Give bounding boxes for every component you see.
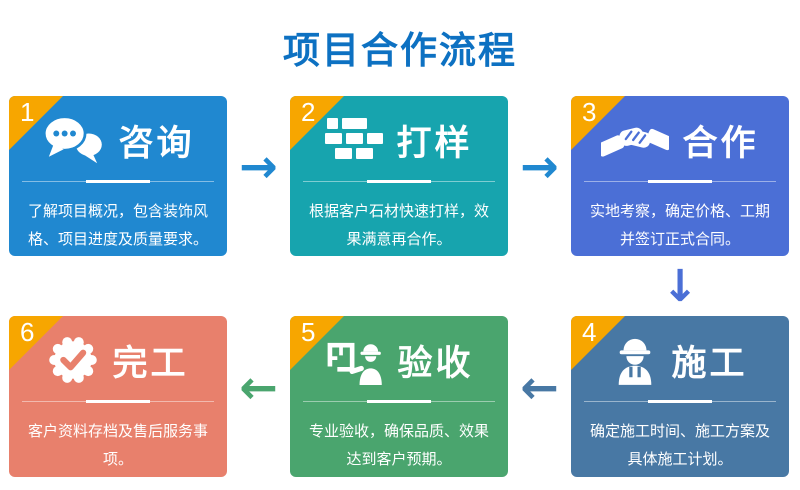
step-title: 验收 <box>397 343 474 383</box>
step-number: 5 <box>301 317 316 347</box>
flow-arrow-1-2: → <box>239 139 278 193</box>
divider <box>303 401 495 402</box>
step-title: 打样 <box>396 123 473 163</box>
divider <box>303 181 495 182</box>
step-description: 确定施工时间、施工方案及具体施工计划。 <box>589 423 770 468</box>
step-number: 1 <box>20 97 35 127</box>
corner-ribbon <box>290 96 344 150</box>
page-title: 项目合作流程 <box>283 30 517 71</box>
step-title: 咨询 <box>118 123 195 163</box>
divider <box>22 181 214 182</box>
divider <box>584 401 776 402</box>
flow-arrow-3-4: ↓ <box>661 260 699 312</box>
step-header: 打样 <box>290 105 508 175</box>
step-description: 了解项目概况，包含装饰风格、项目进度及质量要求。 <box>27 203 208 248</box>
step-card-6: 6 完工 客户资料存档及售后服务事项。 <box>9 316 227 477</box>
step-description: 实地考察，确定价格、工期并签订正式合同。 <box>589 203 770 248</box>
step-title: 施工 <box>671 343 748 383</box>
step-header: 验收 <box>290 325 508 395</box>
corner-ribbon <box>290 316 344 370</box>
step-description: 专业验收，确保品质、效果达到客户预期。 <box>308 423 489 468</box>
step-number: 4 <box>582 317 597 347</box>
step-card-2: 2 打样 根据客户石材快速打样，效果满意再合作。 <box>290 96 508 256</box>
step-number: 3 <box>582 97 597 127</box>
step-card-5: 5 验收 专业验收，确保品质、效果达到客户预期。 <box>290 316 508 477</box>
step-title: 合作 <box>682 123 759 163</box>
step-number: 6 <box>20 317 35 347</box>
flow-arrow-2-3: → <box>520 139 559 193</box>
worker-icon <box>612 335 658 385</box>
flow-arrow-5-6: ← <box>239 359 278 414</box>
corner-ribbon <box>9 96 63 150</box>
divider <box>22 401 214 402</box>
step-card-1: 1 咨询 了解项目概况，包含装饰风格、项目进度及质量要求。 <box>9 96 227 256</box>
flow-arrow-4-5: ← <box>520 359 559 414</box>
divider <box>584 181 776 182</box>
step-number: 2 <box>301 97 316 127</box>
step-title: 完工 <box>112 343 189 383</box>
step-card-4: 4 施工 确定施工时间、施工方案及具体施工计划。 <box>571 316 789 477</box>
step-header: 施工 <box>571 325 789 395</box>
corner-ribbon <box>571 96 625 150</box>
step-description: 根据客户石材快速打样，效果满意再合作。 <box>308 203 489 248</box>
flowchart: 1 咨询 了解项目概况，包含装饰风格、项目进度及质量要求。 → 2 <box>0 96 800 477</box>
step-card-3: 3 合作 实地考察，确定价格、工期并签订正式合同。 <box>571 96 789 256</box>
corner-ribbon <box>571 316 625 370</box>
step-description: 客户资料存档及售后服务事项。 <box>27 423 208 468</box>
corner-ribbon <box>9 316 63 370</box>
